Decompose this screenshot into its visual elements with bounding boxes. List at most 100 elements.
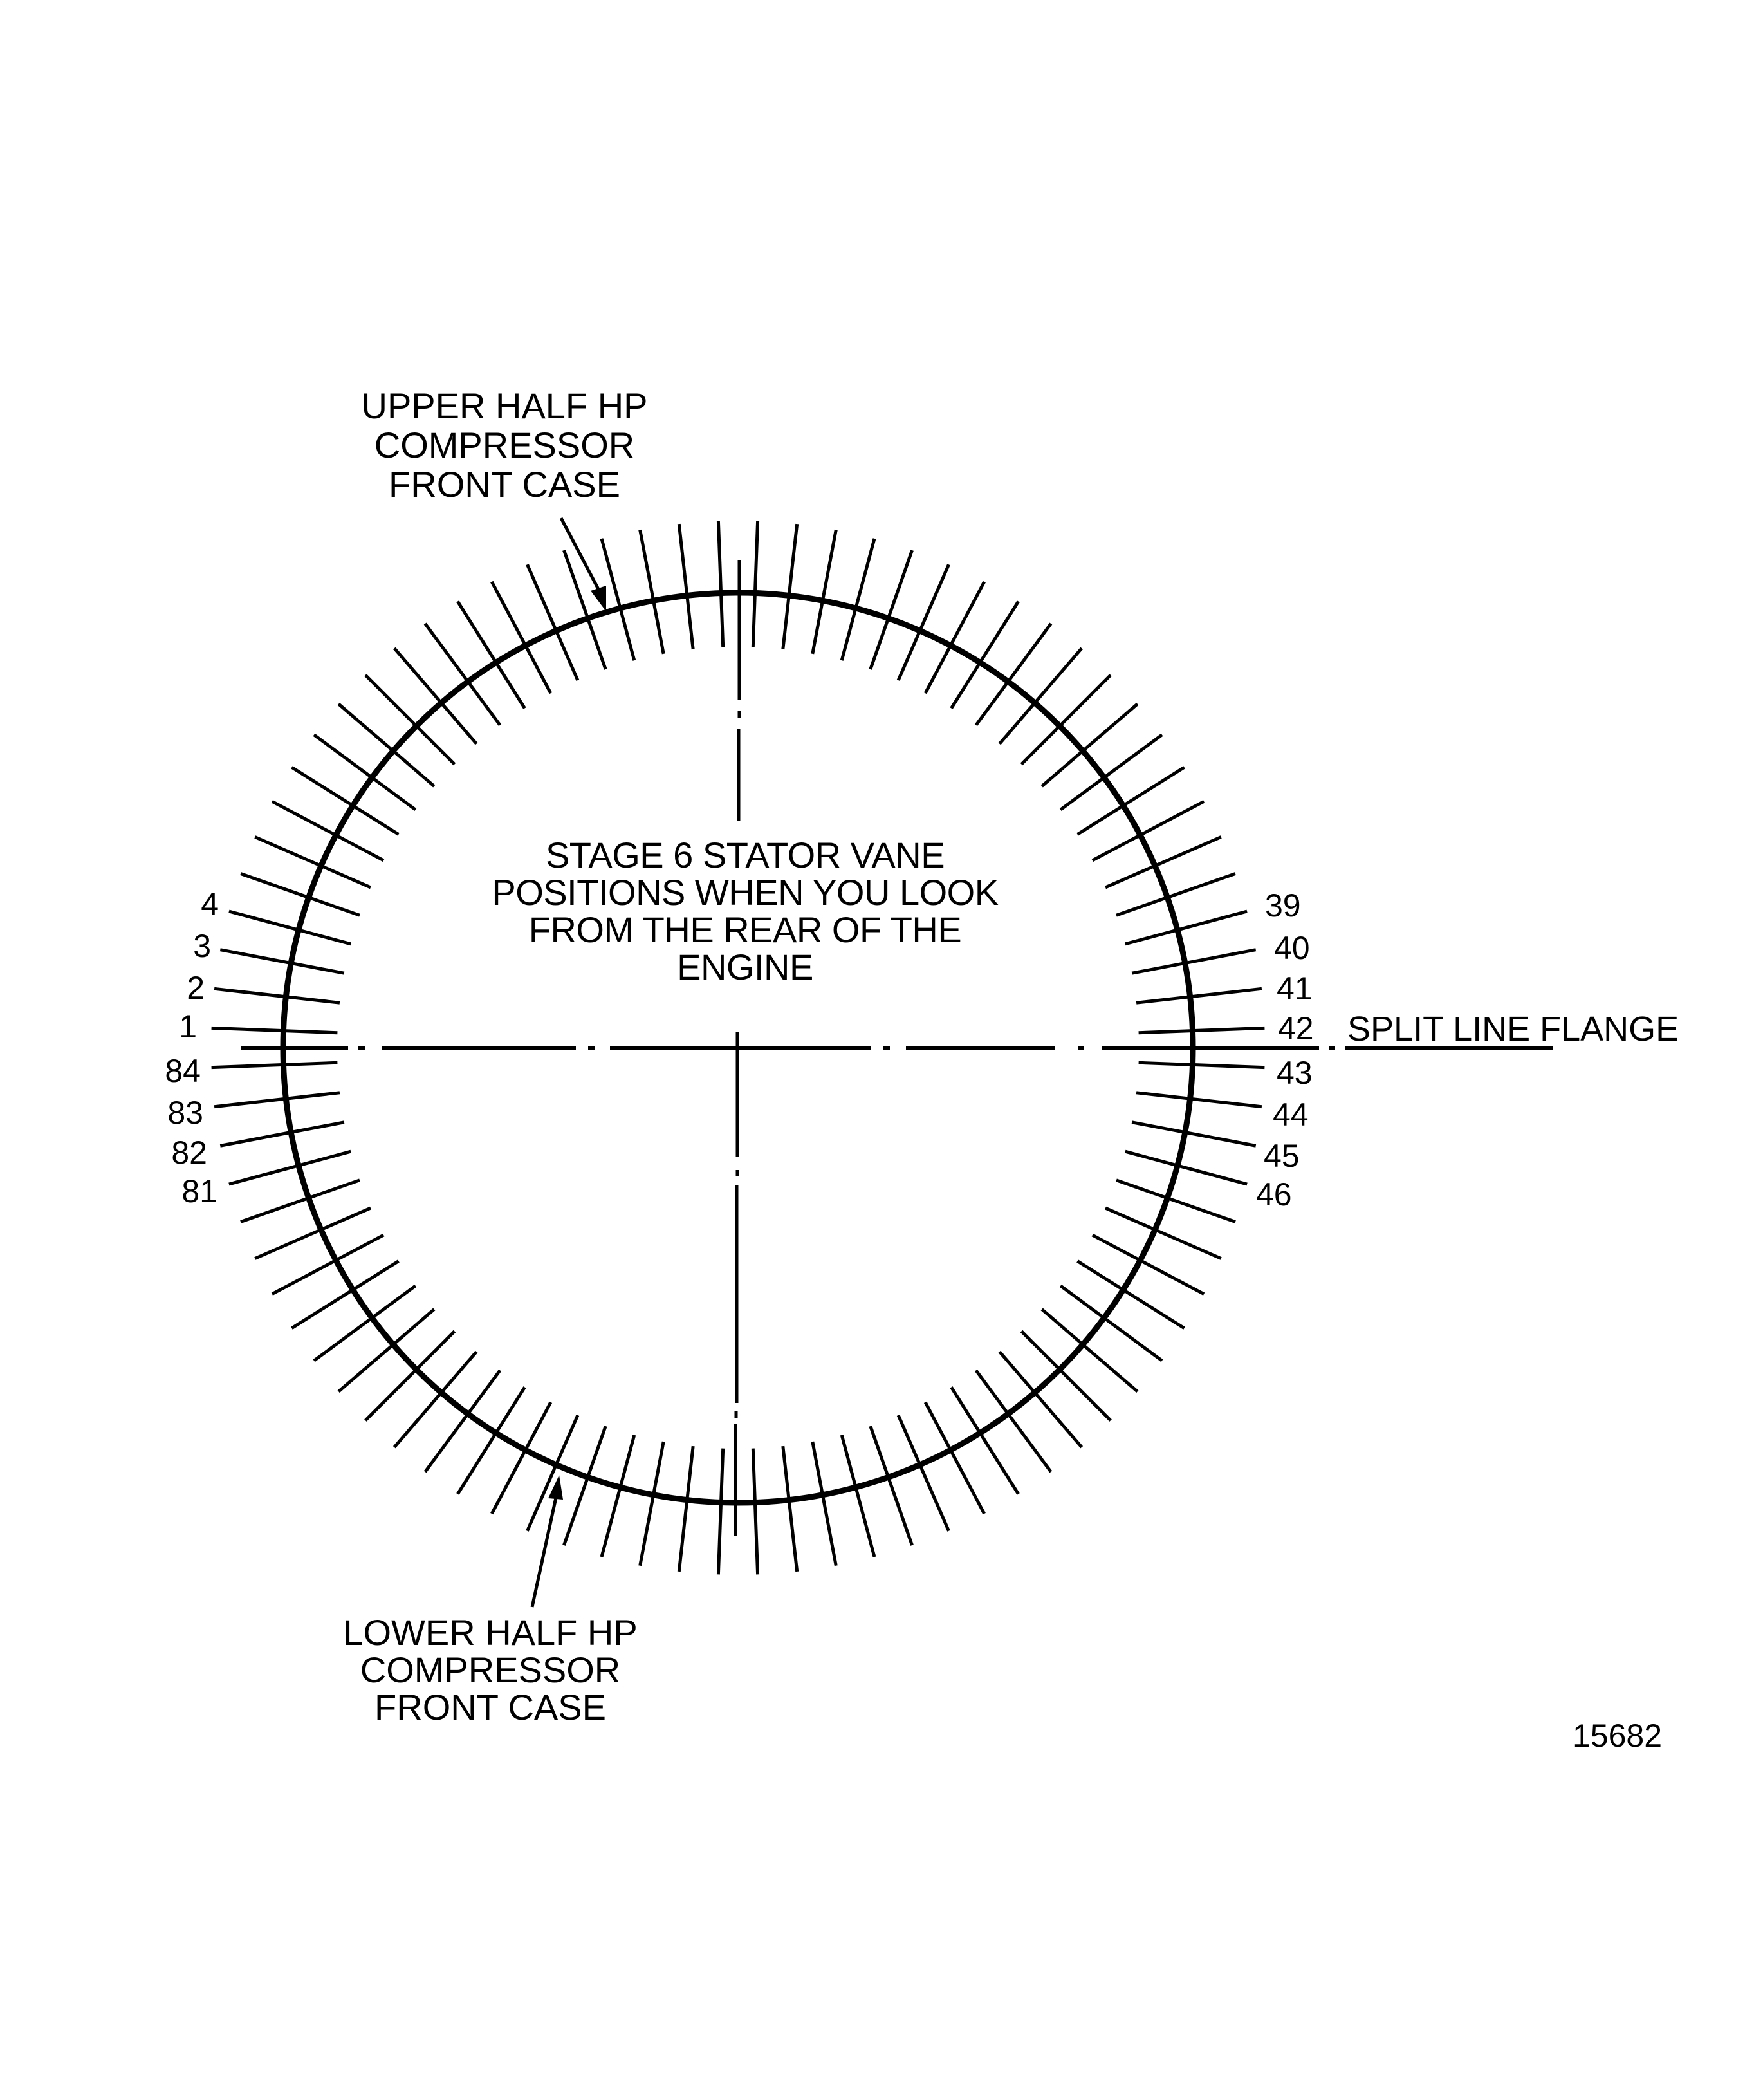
vane-tick [1020, 1330, 1112, 1422]
vane-tick [677, 1445, 695, 1572]
upper-label-line-3: FRONT CASE [389, 464, 620, 505]
upper-label-line-1: UPPER HALF HP [361, 386, 648, 426]
lower-callout-arrow [530, 1475, 563, 1608]
vane-tick [1059, 733, 1163, 812]
vane-tick [1136, 1091, 1262, 1109]
vane-tick [1138, 1026, 1265, 1035]
vane-tick [456, 1386, 526, 1495]
figure-number: 15682 [1573, 1718, 1663, 1754]
vane-tick [228, 909, 351, 946]
vane-tick [240, 872, 360, 917]
vane-label-2: 2 [187, 970, 205, 1006]
lower-label-line-3: FRONT CASE [374, 1687, 606, 1727]
vane-tick [423, 1369, 502, 1473]
vane-tick [392, 1350, 478, 1449]
upper-callout-arrow [559, 517, 606, 611]
vane-tick [974, 1369, 1053, 1473]
vane-tick [1076, 1259, 1185, 1330]
vane-tick [1136, 987, 1262, 1005]
vane-label-45: 45 [1264, 1138, 1300, 1174]
vane-tick [1091, 1233, 1205, 1296]
vane-label-41: 41 [1277, 971, 1313, 1007]
vane-tick [811, 529, 838, 655]
vane-tick [1116, 1178, 1236, 1223]
vane-tick [219, 1120, 345, 1148]
vane-tick [638, 529, 665, 655]
diagram-title-note: STAGE 6 STATOR VANE POSITIONS WHEN YOU L… [492, 835, 999, 986]
vane-label-42: 42 [1278, 1010, 1314, 1046]
vane-tick [456, 600, 526, 709]
vane-tick [526, 564, 580, 681]
vane-tick [896, 564, 950, 681]
vane-tick [1076, 766, 1185, 836]
vane-tick [1116, 872, 1236, 917]
vane-tick [998, 647, 1084, 745]
lower-half-case-label: LOWER HALF HP COMPRESSOR FRONT CASE [343, 1614, 637, 1726]
title-line-1: STAGE 6 STATOR VANE [545, 835, 945, 875]
vane-tick [896, 1415, 950, 1532]
vane-tick [364, 674, 456, 766]
vane-tick [1125, 1149, 1248, 1186]
vane-tick [271, 800, 385, 862]
vane-tick [562, 550, 607, 670]
vane-tick [677, 523, 695, 650]
vane-tick [364, 1330, 456, 1422]
upper-half-case-label: UPPER HALF HP COMPRESSOR FRONT CASE [362, 386, 648, 504]
vane-tick [271, 1233, 385, 1296]
upper-label-line-2: COMPRESSOR [374, 425, 635, 465]
vane-position-ticks [211, 521, 1265, 1575]
vane-tick [1131, 1120, 1257, 1148]
vane-tick [337, 702, 436, 788]
vane-tick [751, 1448, 760, 1575]
vane-tick [811, 1441, 838, 1566]
vane-label-40: 40 [1274, 930, 1310, 966]
vane-tick [562, 1426, 607, 1546]
vane-tick [716, 1448, 725, 1575]
vane-tick [211, 1061, 338, 1070]
vane-label-44: 44 [1273, 1097, 1309, 1133]
vane-tick [600, 538, 636, 661]
vane-tick [950, 1386, 1020, 1495]
vane-tick [869, 1426, 914, 1546]
vane-tick [1040, 1308, 1139, 1393]
vane-tick [716, 521, 725, 647]
vane-label-1: 1 [179, 1008, 197, 1045]
vane-tick [1020, 674, 1112, 766]
vane-label-46: 46 [1256, 1176, 1292, 1213]
vane-tick [228, 1149, 351, 1186]
vane-tick [751, 521, 760, 647]
vane-tick [869, 550, 914, 670]
vane-tick [950, 600, 1020, 709]
vane-label-84: 84 [165, 1053, 201, 1089]
vane-tick [254, 1206, 371, 1260]
vane-tick [526, 1415, 580, 1532]
vane-tick [214, 1091, 340, 1109]
vane-tick [240, 1178, 360, 1223]
vane-tick [600, 1435, 636, 1557]
title-line-2: POSITIONS WHEN YOU LOOK [492, 872, 999, 913]
vane-label-83: 83 [167, 1095, 203, 1131]
vane-tick [1105, 835, 1222, 889]
lower-label-line-1: LOWER HALF HP [343, 1612, 638, 1653]
vane-tick [974, 622, 1053, 727]
vane-tick [1125, 909, 1248, 946]
vane-tick [840, 538, 876, 661]
vane-tick [781, 523, 799, 650]
vane-tick [490, 1401, 553, 1515]
vane-tick [1059, 1284, 1163, 1362]
vane-label-82: 82 [171, 1135, 207, 1171]
vane-label-4: 4 [201, 886, 219, 922]
vane-tick [291, 766, 400, 836]
vane-tick [840, 1435, 876, 1557]
vane-tick [1138, 1061, 1265, 1070]
vane-tick [1105, 1206, 1222, 1260]
title-line-3: FROM THE REAR OF THE [528, 909, 962, 950]
vane-label-81: 81 [181, 1173, 217, 1209]
vane-tick [254, 835, 371, 889]
vane-label-3: 3 [193, 928, 211, 964]
vane-tick [1091, 800, 1205, 862]
vane-tick [998, 1350, 1084, 1449]
vane-tick [423, 622, 502, 727]
vane-label-39: 39 [1265, 887, 1301, 924]
